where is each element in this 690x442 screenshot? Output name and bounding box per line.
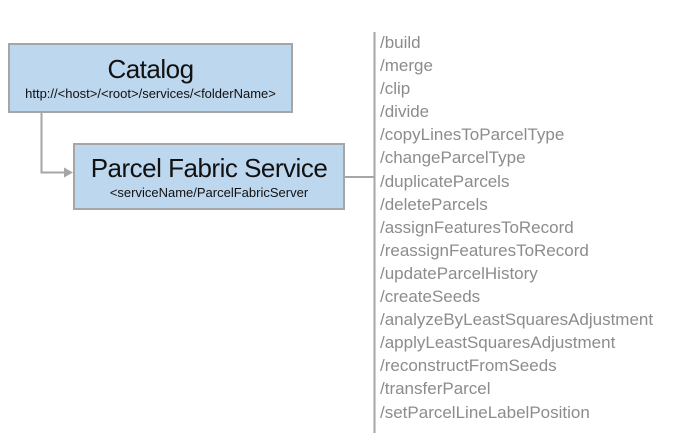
endpoint-item: /clip [380,79,411,99]
endpoint-item: /reassignFeaturesToRecord [380,240,589,260]
endpoint-item: /updateParcelHistory [380,263,538,283]
endpoint-item: /transferParcel [380,379,491,399]
endpoint-item: /analyzeByLeastSquaresAdjustment [380,310,654,330]
endpoint-item: /changeParcelType [380,148,526,168]
endpoint-list: /build/merge/clip/divide/copyLinesToParc… [380,31,653,424]
endpoint-item: /duplicateParcels [380,171,510,191]
service-url: <serviceName/ParcelFabricServer [109,184,309,200]
endpoint-item: /build [380,33,421,52]
endpoint-item: /reconstructFromSeeds [380,356,557,376]
service-title: Parcel Fabric Service [90,152,328,183]
catalog-url: http://<host>/<root>/services/<folderNam… [25,86,276,101]
endpoint-item: /setParcelLineLabelPosition [380,402,590,422]
endpoint-item: /merge [380,56,433,76]
endpoint-item: /applyLeastSquaresAdjustment [380,333,616,353]
endpoint-item: /createSeeds [380,287,481,307]
endpoint-item: /deleteParcels [380,194,488,214]
arrow-head-icon [64,167,73,178]
catalog-title: Catalog [107,54,194,85]
catalog-node: Catalog http://<host>/<root>/services/<f… [8,43,293,113]
catalog-to-service-connector [40,113,65,174]
endpoint-item: /copyLinesToParcelType [380,125,565,145]
endpoint-item: /divide [380,102,430,122]
parcel-fabric-service-node: Parcel Fabric Service <serviceName/Parce… [73,143,345,210]
endpoint-item: /assignFeaturesToRecord [380,217,574,237]
